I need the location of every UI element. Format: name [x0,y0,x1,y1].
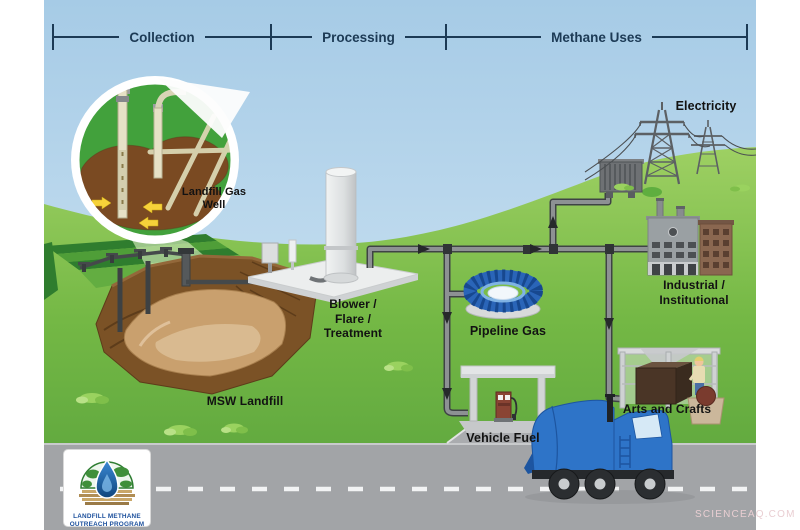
divider-tick [270,24,272,50]
logo-line-2: OUTREACH PROGRAM [69,520,145,528]
label-electricity: Electricity [675,99,737,113]
logo-line-1: LANDFILL METHANE [73,513,141,520]
label-blower-flare-treatment: Blower / Flare / Treatment [323,297,383,341]
lmop-logo: LANDFILL METHANE OUTREACH PROGRAM [63,449,151,528]
divider-tick [746,24,748,50]
divider-tick [445,24,447,50]
label-msw-landfill: MSW Landfill [206,394,284,408]
header-label-methane-uses: Methane Uses [551,29,642,45]
kiln-icon [617,347,725,425]
grass-tuft-icon [76,183,750,436]
factory-icon [646,198,700,276]
transmission-tower-icon [584,102,756,185]
label-vehicle-fuel: Vehicle Fuel [466,431,540,445]
label-landfill-gas-well: Landfill Gas Well [181,186,247,212]
flow-arrow-icon [418,216,614,400]
magnifier-inset-icon [71,76,250,244]
header-label-collection: Collection [129,29,195,45]
label-industrial-institutional: Industrial / Institutional [659,278,729,307]
gas-burner-icon [463,269,543,319]
header-section-collection: Collection [52,24,271,50]
label-pipeline-gas: Pipeline Gas [469,324,547,338]
label-arts-and-crafts: Arts and Crafts [622,402,712,416]
power-lines [584,122,756,181]
page-curl [158,78,250,138]
watermark: SCIENCEAQ.COM [695,509,796,520]
garbage-truck-icon [524,394,695,504]
office-building-icon [698,220,734,276]
flare-stack-icon [247,167,419,303]
header-label-processing: Processing [322,29,395,45]
divider-tick [52,24,54,50]
header-section-methane-uses: Methane Uses [445,24,747,50]
fuel-pump-icon [494,391,518,422]
header-section-processing: Processing [270,24,445,50]
globe-flame-logo-icon [79,458,135,505]
